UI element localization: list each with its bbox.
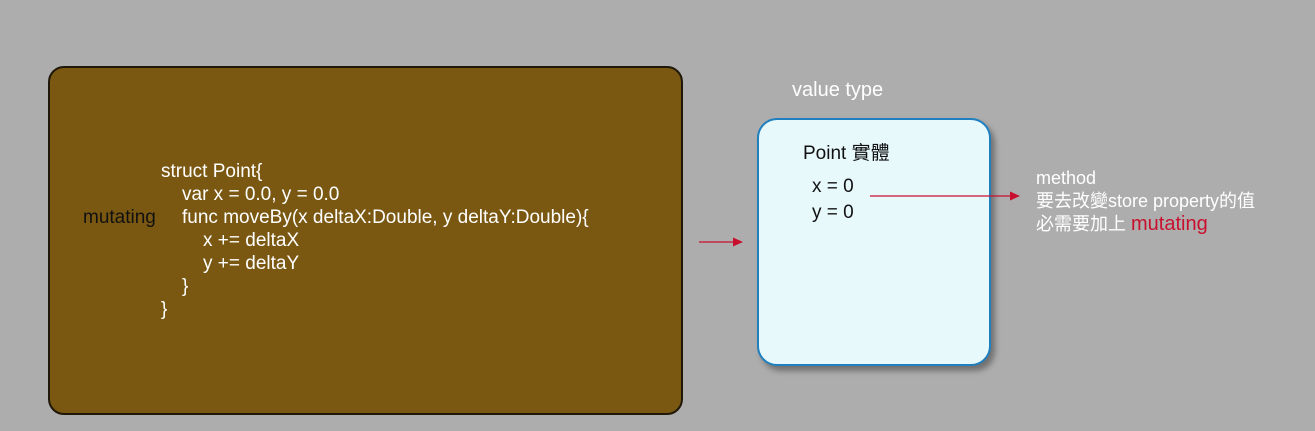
code-line-func-close: } — [182, 276, 189, 297]
note-line-requirement: 必需要加上 mutating — [1036, 213, 1255, 236]
point-instance-box: Point 實體 x = 0 y = 0 — [757, 118, 991, 366]
arrow-instance-to-note — [870, 191, 1020, 201]
code-line-y-update: y += deltaY — [203, 253, 300, 274]
note-line-method: method — [1036, 168, 1097, 188]
code-line-struct-close: } — [161, 299, 168, 320]
property-y: y = 0 — [812, 202, 854, 223]
code-line-func: func moveBy(x deltaX:Double, y deltaY:Do… — [182, 207, 589, 228]
code-line-x-update: x += deltaX — [203, 230, 300, 251]
property-x: x = 0 — [812, 176, 854, 197]
note-requirement-prefix: 必需要加上 — [1036, 214, 1126, 234]
mutating-keyword: mutating — [83, 207, 156, 228]
code-panel — [48, 66, 683, 415]
code-line-struct: struct Point{ — [161, 161, 263, 182]
note-mutating-accent: mutating — [1131, 213, 1208, 235]
method-note: method 要去改變store property的值 必需要加上 mutati… — [1036, 167, 1255, 236]
note-line-change: 要去改變store property的值 — [1036, 191, 1256, 211]
arrow-code-to-instance — [699, 237, 743, 247]
code-line-var: var x = 0.0, y = 0.0 — [182, 184, 340, 205]
instance-title: Point 實體 — [803, 143, 890, 164]
value-type-label: value type — [792, 79, 884, 101]
